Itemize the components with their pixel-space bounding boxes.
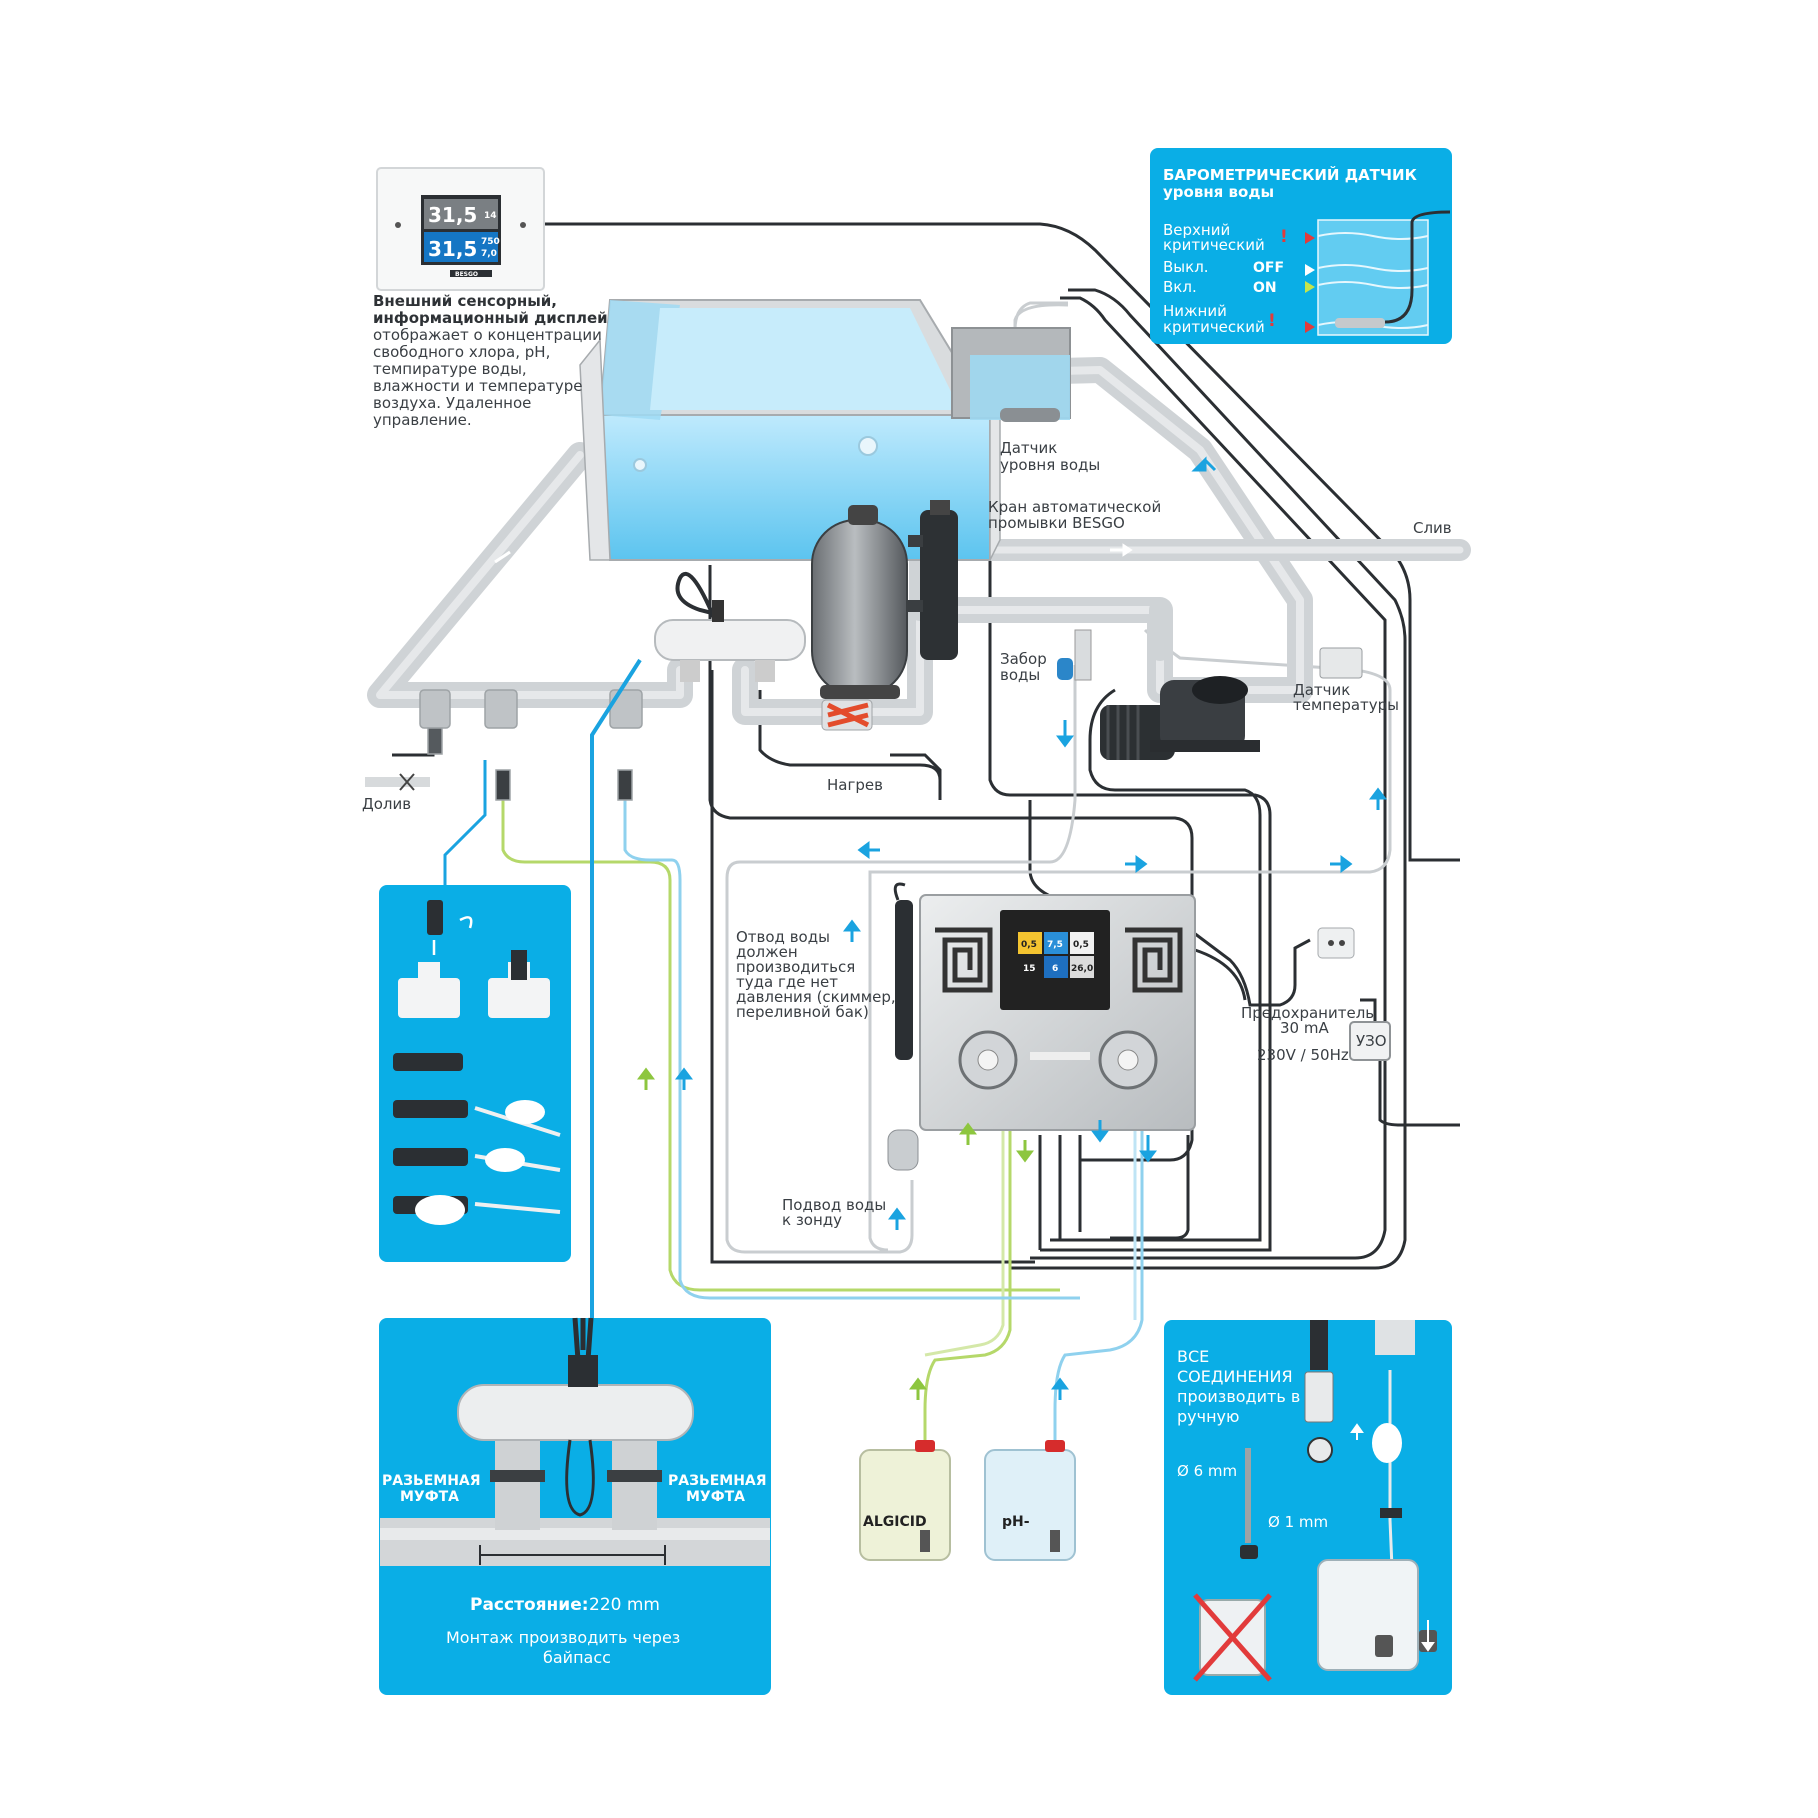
coupling-right-label: РАЗЬЕМНАЯ	[668, 1473, 767, 1489]
screen-cell-value: 7,5	[1047, 940, 1063, 950]
outlet-note: переливной бак)	[736, 1003, 869, 1021]
controller-screen: 0,5 7,5 0,5 15 6 26,0	[1018, 932, 1094, 978]
display-side-mid: 750	[481, 237, 500, 247]
coupling-right-label: МУФТА	[686, 1489, 745, 1505]
manual-title: производить в	[1177, 1387, 1300, 1406]
screen-cell-value: 26,0	[1071, 964, 1093, 974]
display-caption-line: отображает о концентрации	[373, 326, 602, 344]
display-caption-line: воздуха. Удаленное	[373, 394, 531, 412]
bypass-note: байпасс	[543, 1648, 611, 1667]
level-sensor-label: уровня воды	[1000, 456, 1100, 474]
display-brand: BESGO	[455, 271, 478, 278]
voltage-label: 230V / 50Hz	[1257, 1046, 1349, 1064]
heating-label: Нагрев	[827, 776, 883, 794]
display-caption-line: свободного хлора, pH,	[373, 343, 550, 361]
bypass-note: Монтаж производить через	[446, 1628, 680, 1647]
off-value: OFF	[1253, 260, 1284, 276]
display-side-bottom: 7,0	[481, 249, 497, 259]
manual-title: ручную	[1177, 1407, 1239, 1426]
display-value-top: 31,5	[428, 203, 477, 227]
on-label: Вкл.	[1163, 278, 1197, 296]
backwash-label: промывки BESGO	[988, 514, 1125, 532]
display-value-bottom: 31,5	[428, 237, 477, 261]
manual-title: ВСЕ	[1177, 1347, 1209, 1366]
display-caption-line: управление.	[373, 411, 472, 429]
diameter-6mm: Ø 6 mm	[1177, 1462, 1237, 1480]
barometric-title: БАРОМЕТРИЧЕСКИЙ ДАТЧИК	[1163, 165, 1418, 184]
off-label: Выкл.	[1163, 258, 1209, 276]
upper-critical-label: критический	[1163, 236, 1265, 254]
intake-label: воды	[1000, 666, 1040, 684]
display-caption-title-1: Внешний сенсорный,	[373, 292, 557, 310]
display-caption-line: темпиратуре воды,	[373, 360, 527, 378]
temp-sensor-label: температуры	[1293, 696, 1399, 714]
diameter-1mm: Ø 1 mm	[1268, 1513, 1328, 1531]
screen-cell-value: 15	[1023, 964, 1036, 974]
upper-critical-alert: !	[1280, 227, 1288, 247]
canister-algicid-label: ALGICID	[863, 1514, 927, 1530]
coupling-left-label: РАЗЬЕМНАЯ	[382, 1473, 481, 1489]
probe-feed-label: к зонду	[782, 1211, 842, 1229]
coupling-left-label: МУФТА	[400, 1489, 459, 1505]
on-value: ON	[1253, 280, 1277, 296]
barometric-subtitle: уровня воды	[1163, 183, 1274, 201]
screen-cell-value: 0,5	[1021, 940, 1037, 950]
lower-critical-alert: !	[1268, 311, 1276, 331]
canister-ph-label: pH-	[1002, 1514, 1030, 1530]
rcd-label: УЗО	[1356, 1032, 1387, 1050]
drain-label: Слив	[1413, 519, 1452, 537]
display-caption-title-2: информационный дисплей	[373, 309, 608, 327]
display-side-top: 14	[484, 211, 497, 221]
display-caption-line: влажности и температуре	[373, 377, 583, 395]
refill-label: Долив	[362, 795, 411, 813]
lower-critical-label: критический	[1163, 318, 1265, 336]
fuse-label: 30 mA	[1280, 1019, 1329, 1037]
screen-cell-value: 0,5	[1073, 940, 1089, 950]
level-sensor-label: Датчик	[1000, 439, 1057, 457]
screen-cell-value: 6	[1052, 964, 1058, 974]
manual-title: СОЕДИНЕНИЯ	[1177, 1367, 1293, 1386]
distance-label: Расстояние:	[470, 1595, 589, 1615]
distance-value: 220 mm	[589, 1595, 660, 1615]
